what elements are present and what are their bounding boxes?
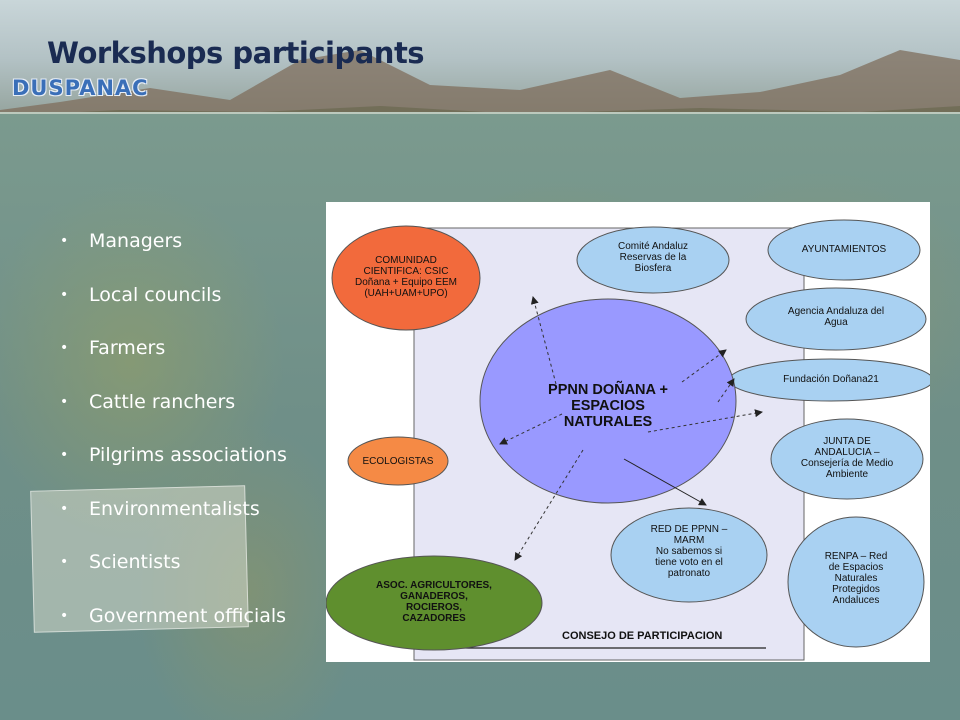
node-renpa	[787, 516, 925, 648]
list-item: Scientists	[60, 546, 287, 600]
list-item: Environmentalists	[60, 493, 287, 547]
arrow-to-fundacion	[717, 378, 735, 403]
label-ayuntamientos: AYUNTAMIENTOS	[801, 244, 887, 255]
node-asoc	[326, 555, 543, 651]
label-footer: CONSEJO DE PARTICIPACION	[562, 630, 723, 642]
list-item: Pilgrims associations	[60, 439, 287, 493]
diagram-shapes	[326, 219, 930, 661]
node-red	[610, 507, 768, 603]
slide-title: Workshops participants	[47, 36, 425, 70]
node-junta	[770, 418, 924, 500]
node-agencia	[745, 287, 927, 351]
label-junta: JUNTA DE ANDALUCIA – Consejería de Medio…	[800, 436, 894, 480]
node-comunidad	[331, 225, 481, 331]
list-item: Farmers	[60, 332, 287, 386]
node-center	[479, 298, 737, 504]
participants-list: Managers Local councils Farmers Cattle r…	[60, 225, 287, 653]
list-item: Cattle ranchers	[60, 386, 287, 440]
label-red: RED DE PPNN – MARM No sabemos si tiene v…	[650, 524, 728, 579]
label-agencia: Agencia Andaluza del Agua	[787, 306, 885, 328]
label-renpa: RENPA – Red de Espacios Naturales Proteg…	[824, 551, 888, 606]
list-item: Local councils	[60, 279, 287, 333]
list-item: Managers	[60, 225, 287, 279]
arrow-to-junta	[647, 409, 763, 433]
arrow-to-red	[623, 458, 707, 506]
participation-diagram: COMUNIDAD CIENTIFICA: CSIC Doñana + Equi…	[326, 202, 930, 662]
label-comunidad: COMUNIDAD CIENTIFICA: CSIC Doñana + Equi…	[354, 255, 457, 299]
brand-logo-text: DUSPANAC	[12, 76, 149, 100]
title-divider	[0, 112, 960, 114]
arrow-to-comunidad	[530, 296, 557, 385]
node-ayuntamientos	[767, 219, 921, 281]
list-item: Government officials	[60, 600, 287, 654]
label-asoc: ASOC. AGRICULTORES, GANADEROS, ROCIEROS,…	[376, 580, 492, 624]
node-comite	[576, 226, 730, 294]
node-ecologistas	[347, 436, 449, 486]
label-center: PPNN DOÑANA + ESPACIOS NATURALES	[548, 382, 668, 430]
label-comite: Comité Andaluz Reservas de la Biosfera	[617, 241, 689, 274]
label-ecologistas: ECOLOGISTAS	[362, 456, 434, 467]
label-fundacion: Fundación Doñana21	[783, 374, 879, 385]
